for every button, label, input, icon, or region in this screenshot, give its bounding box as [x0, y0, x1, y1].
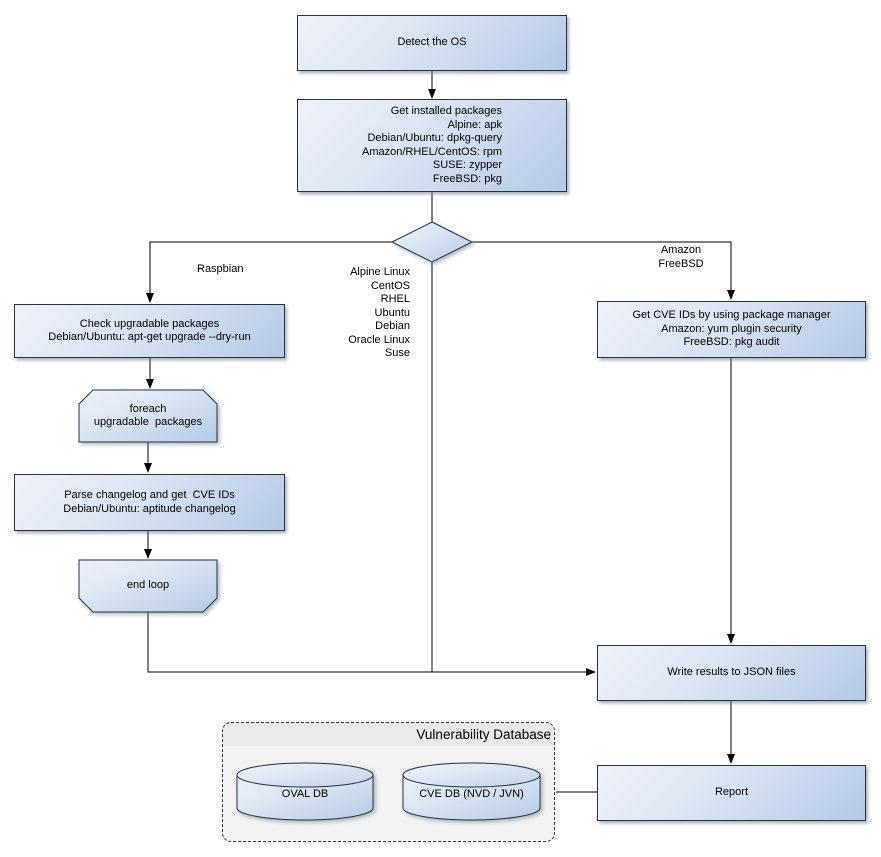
node-detect-os-label: Detect the OS	[397, 36, 467, 49]
edge-endloop-to-write-results	[147, 612, 596, 676]
edge-decision-to-check-upgradable	[146, 241, 392, 303]
foreach-loop-label-wrap: foreach upgradable packages	[79, 390, 217, 442]
foreach-loop-label: foreach upgradable packages	[93, 402, 203, 429]
end-loop-shape	[78, 559, 218, 613]
oval-db-label: OVAL DB	[281, 787, 329, 800]
edge-decision-to-get-cve	[472, 241, 735, 300]
node-write-results-json: Write results to JSON files	[597, 645, 866, 701]
node-write-results-json-label: Write results to JSON files	[667, 666, 796, 679]
node-get-cve-ids-package-manager: Get CVE IDs by using package manager Ama…	[597, 301, 866, 358]
oval-db-cylinder-icon	[236, 762, 374, 821]
node-report-label: Report	[714, 786, 749, 799]
os-decision-diamond	[390, 221, 474, 263]
end-loop-label: end loop	[126, 579, 170, 592]
end-loop-label-wrap: end loop	[79, 560, 217, 612]
node-check-upgradable-packages-label: Check upgradable packages Debian/Ubuntu:…	[48, 317, 251, 344]
cve-db-label: CVE DB (NVD / JVN)	[419, 787, 524, 800]
cve-db-cylinder-icon	[402, 762, 541, 821]
foreach-loop-shape	[78, 389, 218, 443]
node-check-upgradable-packages: Check upgradable packages Debian/Ubuntu:…	[14, 304, 285, 358]
node-get-installed-packages: Get installed packages Alpine: apk Debia…	[297, 99, 567, 192]
node-parse-changelog: Parse changelog and get CVE IDs Debian/U…	[14, 474, 285, 531]
node-parse-changelog-label: Parse changelog and get CVE IDs Debian/U…	[63, 489, 236, 515]
edge-label-amazon-freebsd: Amazon FreeBSD	[658, 244, 704, 270]
vulnerability-database-title: Vulnerability Database	[223, 723, 554, 746]
node-detect-os: Detect the OS	[297, 15, 567, 71]
edge-label-raspbian: Raspbian	[197, 263, 244, 275]
edge-label-os-list: Alpine Linux CentOS RHEL Ubuntu Debian O…	[348, 266, 410, 359]
node-report: Report	[597, 765, 866, 821]
node-get-cve-ids-package-manager-label: Get CVE IDs by using package manager Ama…	[632, 309, 831, 349]
node-get-installed-packages-label: Get installed packages Alpine: apk Debia…	[362, 105, 502, 185]
